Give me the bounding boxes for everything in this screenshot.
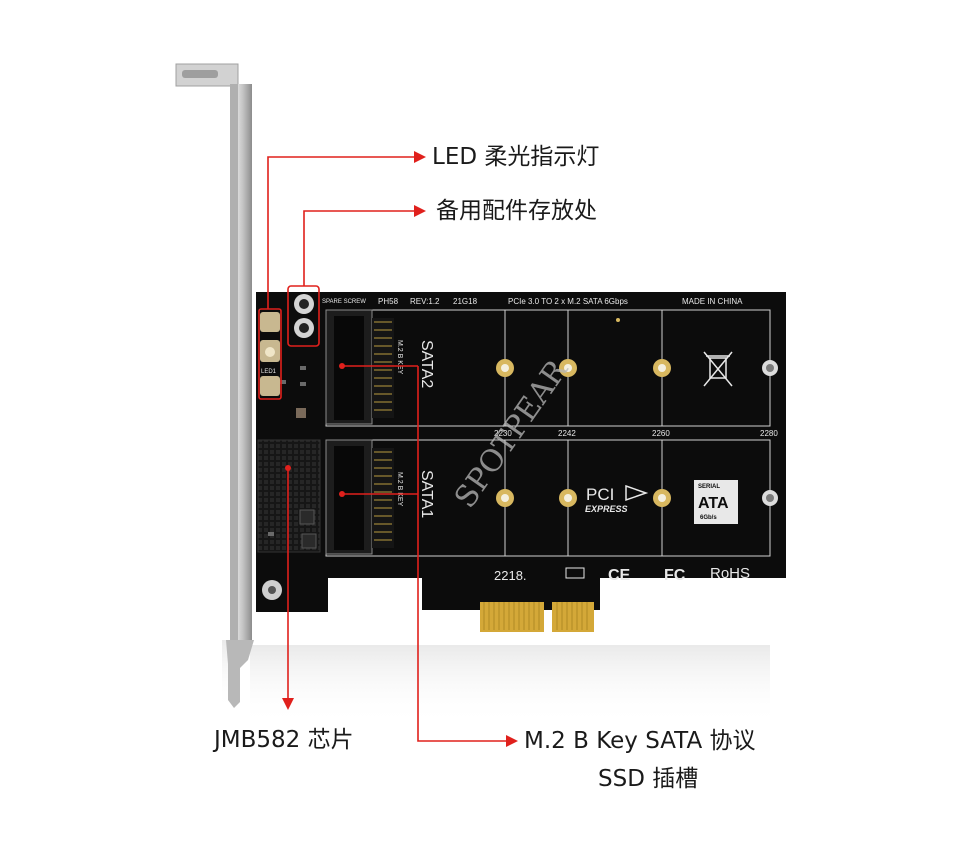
sata-speed-text: 6Gb/s [700, 515, 717, 521]
slot2-key-label: M.2 B KEY [396, 340, 403, 375]
size-2260: 2260 [652, 429, 670, 438]
slot1-label: SATA1 [418, 470, 435, 518]
spare-screw-text: SPARE SCREW [322, 299, 366, 305]
slot1-key-label: M.2 B KEY [396, 472, 403, 507]
led-label-text: LED1 [261, 369, 277, 375]
size-2280: 2280 [760, 429, 778, 438]
model-text: PH58 [378, 297, 399, 306]
callout-arrowheads [282, 151, 518, 747]
m2-slot-sata1 [325, 439, 394, 555]
callout-led: LED 柔光指示灯 [432, 144, 600, 170]
qc-box [565, 567, 585, 579]
fc-mark: FC [664, 567, 686, 584]
m2-slot-sata2 [325, 309, 394, 425]
reflection [222, 640, 770, 725]
rev-text: REV:1.2 [410, 297, 440, 306]
pci-logo-text: PCI [586, 485, 614, 504]
spare-screws [294, 294, 314, 338]
board-screw [262, 580, 282, 600]
led-indicators: LED1 [260, 312, 280, 396]
callout-spare-parts: 备用配件存放处 [436, 198, 597, 224]
top-silkscreen: SPARE SCREW PH58 REV:1.2 21G18 PCIe 3.0 … [322, 297, 743, 306]
sata-logo: SERIAL ATA 6Gb/s [694, 480, 738, 524]
date-code-text: 2218. [494, 568, 527, 583]
small-components [268, 366, 317, 549]
callout-lines [258, 156, 506, 742]
ce-mark: CE [608, 567, 631, 584]
metal-bracket [175, 63, 254, 708]
pci-express-logo: PCI EXPRESS [585, 484, 649, 514]
callout-slot-line2: SSD 插槽 [598, 766, 699, 792]
made-in-text: MADE IN CHINA [682, 297, 743, 306]
batch-text: 21G18 [453, 297, 478, 306]
size-2242: 2242 [558, 429, 576, 438]
slot2-label: SATA2 [418, 340, 435, 388]
callout-slot-line1: M.2 B Key SATA 协议 [524, 728, 756, 754]
pci-express-text: EXPRESS [585, 504, 628, 514]
weee-bin-icon [703, 351, 733, 387]
sata-ata-text: ATA [698, 495, 729, 512]
callout-chip: JMB582 芯片 [214, 727, 354, 753]
standoff-holes [496, 318, 778, 507]
sata-serial-text: SERIAL [698, 484, 720, 490]
rohs-mark: RoHS [710, 565, 750, 582]
description-text: PCIe 3.0 TO 2 x M.2 SATA 6Gbps [508, 297, 628, 306]
size-2230: 2230 [494, 429, 512, 438]
